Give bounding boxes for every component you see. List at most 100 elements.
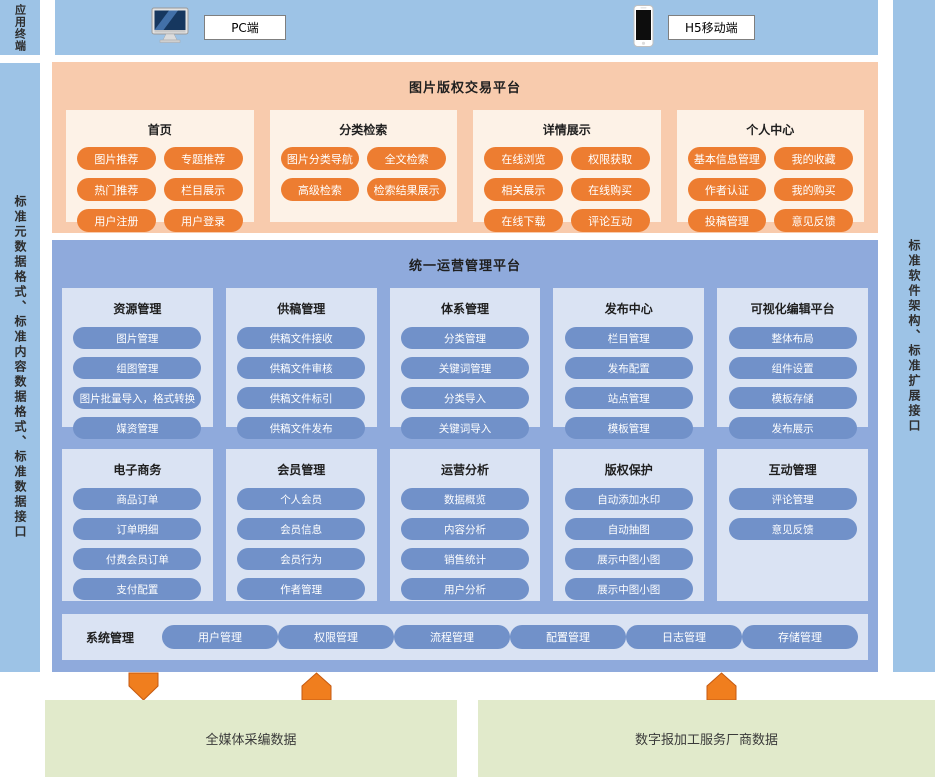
module-pill: 模板管理 — [564, 417, 693, 439]
down-arrow-icon — [127, 672, 160, 701]
column-title: 电子商务 — [113, 463, 162, 477]
column-title: 可视化编辑平台 — [750, 302, 835, 316]
module-pill: 个人会员 — [237, 488, 366, 510]
module-pill: 会员行为 — [237, 548, 366, 570]
smartphone-icon — [633, 4, 654, 51]
ops-column-1-3: 体系管理分类管理关键词管理分类导入关键词导入 — [389, 288, 541, 439]
column-title: 供稿管理 — [277, 302, 326, 316]
desktop-monitor-icon — [150, 7, 190, 49]
ops-platform-row-1: 资源管理图片管理组图管理图片批量导入，格式转换媒资管理 供稿管理供稿文件接收供稿文… — [62, 288, 868, 439]
module-pill: 权限获取 — [570, 147, 650, 170]
column-title: 首页 — [147, 123, 172, 137]
module-pill: 作者管理 — [237, 578, 366, 600]
ops-column-2-3: 运营分析数据概览内容分析销售统计用户分析 — [389, 449, 541, 601]
module-pill: 供稿文件审核 — [237, 357, 366, 379]
module-pill: 检索结果展示 — [367, 178, 446, 201]
module-list: 图片管理组图管理图片批量导入，格式转换媒资管理 — [70, 319, 205, 439]
data-source-label: 数字报加工服务厂商数据 — [634, 733, 778, 748]
module-pill: 高级检索 — [280, 178, 360, 201]
module-pill: 站点管理 — [564, 387, 693, 409]
module-pill: 图片推荐 — [77, 147, 156, 170]
module-list: 个人会员会员信息会员行为作者管理 — [234, 480, 369, 600]
pc-terminal-group: PC端 — [150, 0, 286, 55]
module-pill: 商品订单 — [73, 488, 202, 510]
trade-column-1: 首页图片推荐专题推荐热门推荐栏目展示用户注册用户登录 — [66, 110, 254, 232]
data-source-box: 数字报加工服务厂商数据 — [478, 700, 935, 777]
module-list: 整体布局组件设置模板存储发布展示 — [725, 319, 860, 439]
module-pill: 用户注册 — [77, 209, 156, 232]
module-pill: 模板存储 — [728, 387, 857, 409]
module-grid: 在线浏览权限获取相关展示在线购买在线下载评论互动 — [479, 147, 655, 232]
right-standards-label: 标准软件架构、标准扩展接口 — [907, 238, 921, 434]
app-terminal-label: 应用终端 — [13, 3, 27, 52]
module-list: 栏目管理发布配置站点管理模板管理 — [561, 319, 696, 439]
module-list: 商品订单订单明细付费会员订单支付配置 — [70, 480, 205, 600]
system-module-pill: 权限管理 — [278, 625, 395, 649]
module-pill: 分类管理 — [400, 327, 530, 349]
module-pill: 内容分析 — [400, 518, 530, 540]
module-pill: 销售统计 — [400, 548, 530, 570]
terminal-bar: PC端 H5移动端 — [55, 0, 878, 55]
module-pill: 组图管理 — [73, 357, 202, 379]
sidebar-left-standards: 标准元数据格式、标准内容数据格式、标准数据接口 — [0, 63, 40, 672]
module-pill: 用户分析 — [400, 578, 530, 600]
ops-platform-panel: 统一运营管理平台 资源管理图片管理组图管理图片批量导入，格式转换媒资管理 供稿管理… — [52, 240, 878, 672]
module-pill: 专题推荐 — [163, 147, 243, 170]
module-pill: 在线购买 — [570, 178, 650, 201]
trade-column-3: 详情展示在线浏览权限获取相关展示在线购买在线下载评论互动 — [473, 110, 661, 232]
module-pill: 会员信息 — [237, 518, 366, 540]
module-pill: 关键词导入 — [400, 417, 530, 439]
module-pill: 用户登录 — [163, 209, 243, 232]
module-pill: 在线浏览 — [484, 147, 563, 170]
trade-platform-panel: 图片版权交易平台 首页图片推荐专题推荐热门推荐栏目展示用户注册用户登录分类检索图… — [52, 62, 878, 233]
module-grid: 基本信息管理我的收藏作者认证我的购买投稿管理意见反馈 — [683, 147, 859, 232]
column-title: 分类检索 — [339, 123, 388, 137]
module-pill: 数据概览 — [400, 488, 530, 510]
ops-platform-row-2: 电子商务商品订单订单明细付费会员订单支付配置会员管理个人会员会员信息会员行为作者… — [62, 449, 868, 601]
up-arrow-icon — [300, 672, 333, 701]
module-list: 自动添加水印自动抽图展示中图小图展示中图小图 — [561, 480, 696, 600]
module-pill: 全文检索 — [367, 147, 446, 170]
sidebar-app-terminal: 应用终端 — [0, 0, 40, 55]
module-pill: 分类导入 — [400, 387, 530, 409]
system-module-pill: 流程管理 — [394, 625, 511, 649]
module-pill: 相关展示 — [484, 178, 563, 201]
ops-column-1-2: 供稿管理供稿文件接收供稿文件审核供稿文件标引供稿文件发布 — [225, 288, 377, 439]
system-module-pill: 用户管理 — [162, 625, 279, 649]
ops-column-1-4: 发布中心栏目管理发布配置站点管理模板管理 — [553, 288, 705, 439]
system-module-pill: 日志管理 — [626, 625, 743, 649]
ops-column-1-1: 资源管理图片管理组图管理图片批量导入，格式转换媒资管理 — [62, 288, 213, 439]
column-title: 版权保护 — [604, 463, 653, 477]
module-pill: 供稿文件接收 — [237, 327, 366, 349]
left-standards-label: 标准元数据格式、标准内容数据格式、标准数据接口 — [13, 195, 27, 540]
pc-terminal-label: PC端 — [204, 15, 286, 40]
up-arrow-icon — [705, 672, 738, 701]
module-pill: 发布展示 — [728, 417, 857, 439]
module-list: 评论管理意见反馈 — [725, 480, 860, 540]
module-pill: 关键词管理 — [400, 357, 530, 379]
trade-platform-columns: 首页图片推荐专题推荐热门推荐栏目展示用户注册用户登录分类检索图片分类导航全文检索… — [66, 110, 864, 232]
column-title: 会员管理 — [277, 463, 326, 477]
module-pill: 评论管理 — [728, 488, 857, 510]
ops-column-1-5: 可视化编辑平台整体布局组件设置模板存储发布展示 — [717, 288, 868, 439]
module-grid: 图片分类导航全文检索高级检索检索结果展示 — [276, 147, 452, 201]
column-title: 个人中心 — [746, 123, 795, 137]
ops-column-2-2: 会员管理个人会员会员信息会员行为作者管理 — [225, 449, 377, 601]
system-module-pill: 存储管理 — [742, 625, 859, 649]
system-management-title: 系统管理 — [86, 630, 135, 645]
column-title: 详情展示 — [542, 123, 591, 137]
module-pill: 支付配置 — [73, 578, 202, 600]
ops-platform-title: 统一运营管理平台 — [408, 259, 521, 274]
ops-column-2-5: 互动管理评论管理意见反馈 — [717, 449, 868, 601]
trade-column-4: 个人中心基本信息管理我的收藏作者认证我的购买投稿管理意见反馈 — [676, 110, 864, 232]
h5-terminal-group: H5移动端 — [633, 0, 755, 55]
system-module-list: 用户管理权限管理流程管理配置管理日志管理存储管理 — [162, 625, 859, 649]
module-pill: 栏目展示 — [163, 178, 243, 201]
ops-column-2-1: 电子商务商品订单订单明细付费会员订单支付配置 — [62, 449, 213, 601]
module-pill: 在线下载 — [484, 209, 563, 232]
module-pill: 媒资管理 — [73, 417, 202, 439]
module-pill: 供稿文件标引 — [237, 387, 366, 409]
trade-column-2: 分类检索图片分类导航全文检索高级检索检索结果展示 — [269, 110, 457, 222]
module-pill: 组件设置 — [728, 357, 857, 379]
data-source-box: 全媒体采编数据 — [45, 700, 457, 777]
